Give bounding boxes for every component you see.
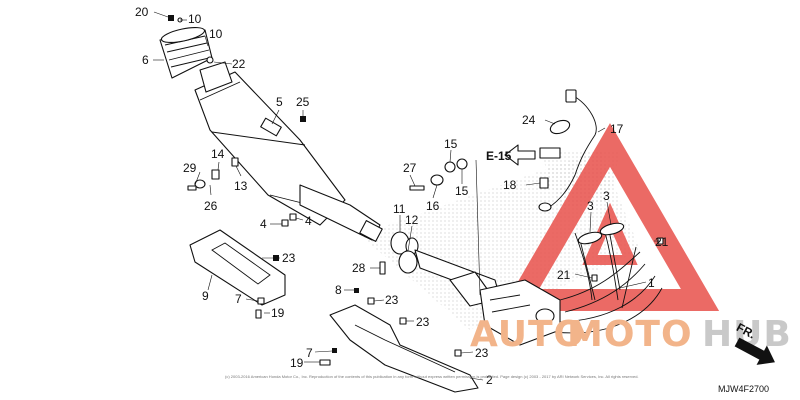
callout-7a: 7 bbox=[235, 292, 242, 306]
oxygen-sensor bbox=[538, 89, 597, 212]
callout-labels: 20 10 10 6 22 5 25 14 29 26 13 4 4 23 9 … bbox=[135, 5, 669, 387]
callout-16: 16 bbox=[426, 199, 440, 213]
callout-26: 26 bbox=[204, 199, 218, 213]
joint-collars bbox=[390, 231, 419, 274]
callout-10a: 10 bbox=[188, 12, 202, 26]
callout-15a: 15 bbox=[444, 137, 458, 151]
callout-6: 6 bbox=[142, 53, 149, 67]
callout-25: 25 bbox=[296, 95, 310, 109]
callout-19a: 19 bbox=[271, 306, 285, 320]
catalyst-chamber bbox=[479, 279, 561, 346]
heat-shield-left bbox=[189, 229, 286, 306]
callout-20: 20 bbox=[135, 5, 149, 19]
callout-29: 29 bbox=[183, 161, 197, 175]
muffler-end-cap bbox=[159, 27, 213, 79]
callout-14: 14 bbox=[211, 147, 225, 161]
gasket-a bbox=[577, 231, 603, 245]
callout-23b: 23 bbox=[385, 293, 399, 307]
callout-8: 8 bbox=[335, 283, 342, 297]
callout-23a: 23 bbox=[282, 251, 296, 265]
callout-23c: 23 bbox=[416, 315, 430, 329]
callout-18: 18 bbox=[503, 178, 517, 192]
callout-27: 27 bbox=[403, 161, 417, 175]
callout-7b: 7 bbox=[306, 346, 313, 360]
section-ref-label: E-15 bbox=[486, 149, 512, 163]
heat-shield-lower bbox=[329, 304, 479, 393]
callout-12: 12 bbox=[405, 213, 419, 227]
callout-9: 9 bbox=[202, 289, 209, 303]
callout-3b: 3 bbox=[603, 189, 610, 203]
callout-17: 17 bbox=[610, 122, 624, 136]
leader-lines bbox=[153, 11, 660, 381]
watermark-auto: AUTO bbox=[470, 314, 585, 355]
callout-15b: 15 bbox=[455, 184, 469, 198]
bolt-20 bbox=[168, 15, 174, 21]
diagram-code: MJW4F2700 bbox=[718, 384, 769, 394]
callout-5: 5 bbox=[276, 95, 283, 109]
callout-21a: 21 bbox=[655, 235, 669, 249]
callout-10b: 10 bbox=[209, 27, 223, 41]
callout-11: 11 bbox=[393, 202, 406, 216]
callout-22: 22 bbox=[232, 57, 246, 71]
copyright-notice: (c) 2003-2016 American Honda Motor Co., … bbox=[225, 374, 639, 379]
header-pipes bbox=[554, 231, 663, 334]
callout-3a: 3 bbox=[587, 199, 594, 213]
watermark-moto: MOTO bbox=[567, 314, 693, 355]
muffler-body bbox=[194, 61, 383, 242]
callout-21b: 21 bbox=[557, 268, 571, 282]
callout-24: 24 bbox=[522, 113, 536, 127]
callout-23d: 23 bbox=[475, 346, 489, 360]
callout-2: 2 bbox=[486, 373, 493, 387]
callout-13: 13 bbox=[234, 179, 248, 193]
callout-19b: 19 bbox=[290, 356, 304, 370]
callout-4a: 4 bbox=[260, 217, 267, 231]
callout-1: 1 bbox=[648, 276, 655, 290]
callout-4b: 4 bbox=[305, 214, 312, 228]
section-reference[interactable]: E-15 bbox=[486, 144, 536, 166]
callout-28: 28 bbox=[352, 261, 366, 275]
